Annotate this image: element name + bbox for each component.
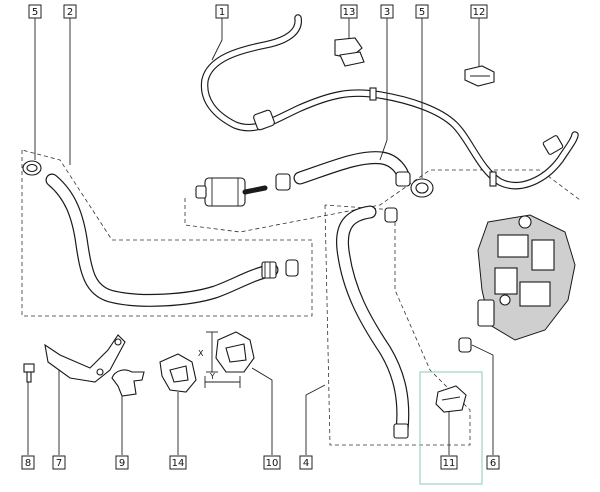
callout-9: 9 [115,455,129,470]
callout-label: 10 [266,458,279,469]
callout-label: 5 [32,7,38,18]
callout-label: 7 [56,458,62,469]
callout-5-left: 5 [28,4,42,19]
leader-lines [27,18,494,455]
callout-1: 1 [215,4,229,19]
clip-part-13 [334,37,365,67]
seal-part-6 [458,337,472,353]
clip-part-11 [435,385,467,413]
clip-part-10 [215,331,255,373]
callout-10: 10 [263,455,281,470]
callout-label: 14 [172,458,185,469]
callout-label: 8 [25,458,31,469]
clamp-part-5-left [22,160,42,176]
clamp-right-hose-2 [285,259,299,277]
group-outline-filter [184,169,581,233]
callout-8: 8 [21,455,35,470]
callout-11: 11 [440,455,458,470]
clip-part-12 [464,65,495,87]
fuel-pump-assembly [477,214,576,341]
callout-label: 6 [490,458,496,469]
callout-12: 12 [470,4,488,19]
highlight-box-part-11 [419,371,483,485]
dimension-y-label: Y [209,372,215,381]
callout-label: 5 [419,7,425,18]
callout-3: 3 [380,4,394,19]
callout-5-right: 5 [415,4,429,19]
bracket-part-7 [44,334,126,383]
hose-part-3 [275,151,411,191]
dimension-marks: X Y [198,331,241,388]
callout-label: 9 [119,458,125,469]
hose-part-4 [335,205,410,439]
callout-4: 4 [299,455,313,470]
callout-label: 2 [67,7,73,18]
callout-label: 13 [343,7,356,18]
callout-label: 11 [443,458,456,469]
callout-2: 2 [63,4,77,19]
group-outline-hose-2 [21,149,313,317]
callout-13: 13 [340,4,358,19]
hose-part-2 [45,173,279,307]
bolt-part-8 [23,363,35,383]
callout-label: 4 [303,458,309,469]
callout-7: 7 [52,455,66,470]
callout-14: 14 [169,455,187,470]
callout-label: 1 [219,7,225,18]
clip-part-14 [159,353,197,393]
callout-label: 12 [473,7,486,18]
callout-6: 6 [486,455,500,470]
pipe-part-1 [200,14,579,190]
callout-label: 3 [384,7,390,18]
dimension-x-label: X [198,349,204,358]
clip-part-9 [111,369,145,397]
clamp-part-5-right [410,178,434,198]
fuel-filter [195,177,268,207]
